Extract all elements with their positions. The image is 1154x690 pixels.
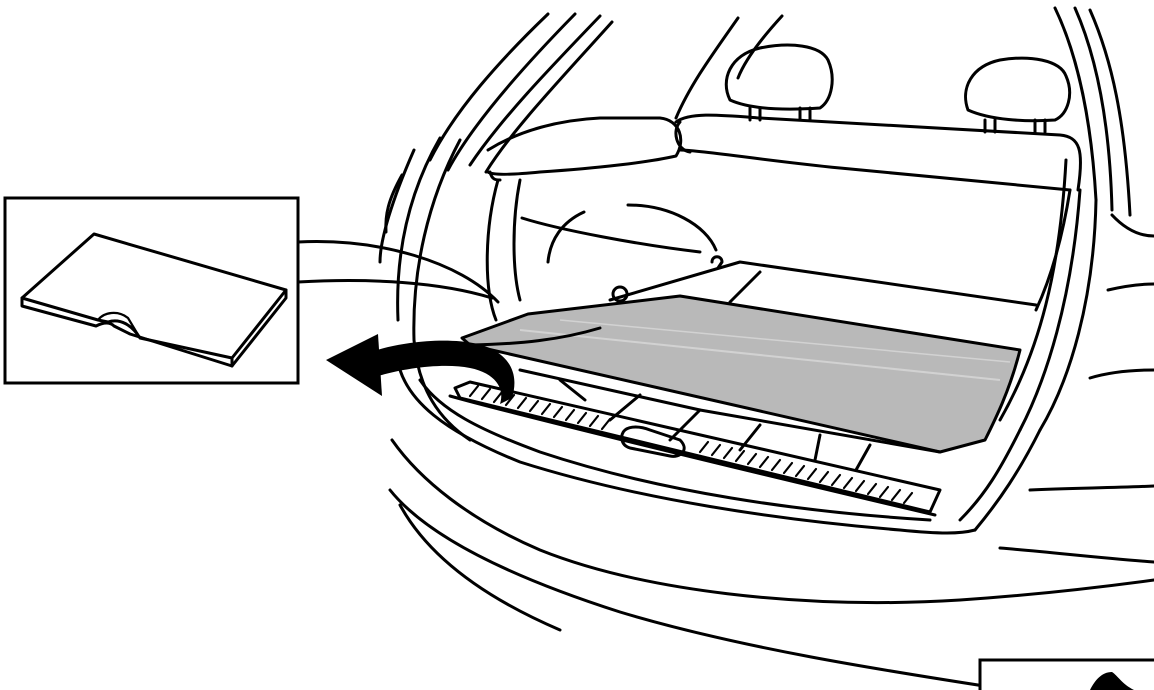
headrest-right xyxy=(966,58,1070,132)
side-shelf xyxy=(488,118,716,262)
corner-symbol-icon xyxy=(980,660,1154,690)
floor-panel xyxy=(462,296,1020,452)
headrest-left xyxy=(726,45,832,120)
rear-seat xyxy=(522,115,1081,310)
